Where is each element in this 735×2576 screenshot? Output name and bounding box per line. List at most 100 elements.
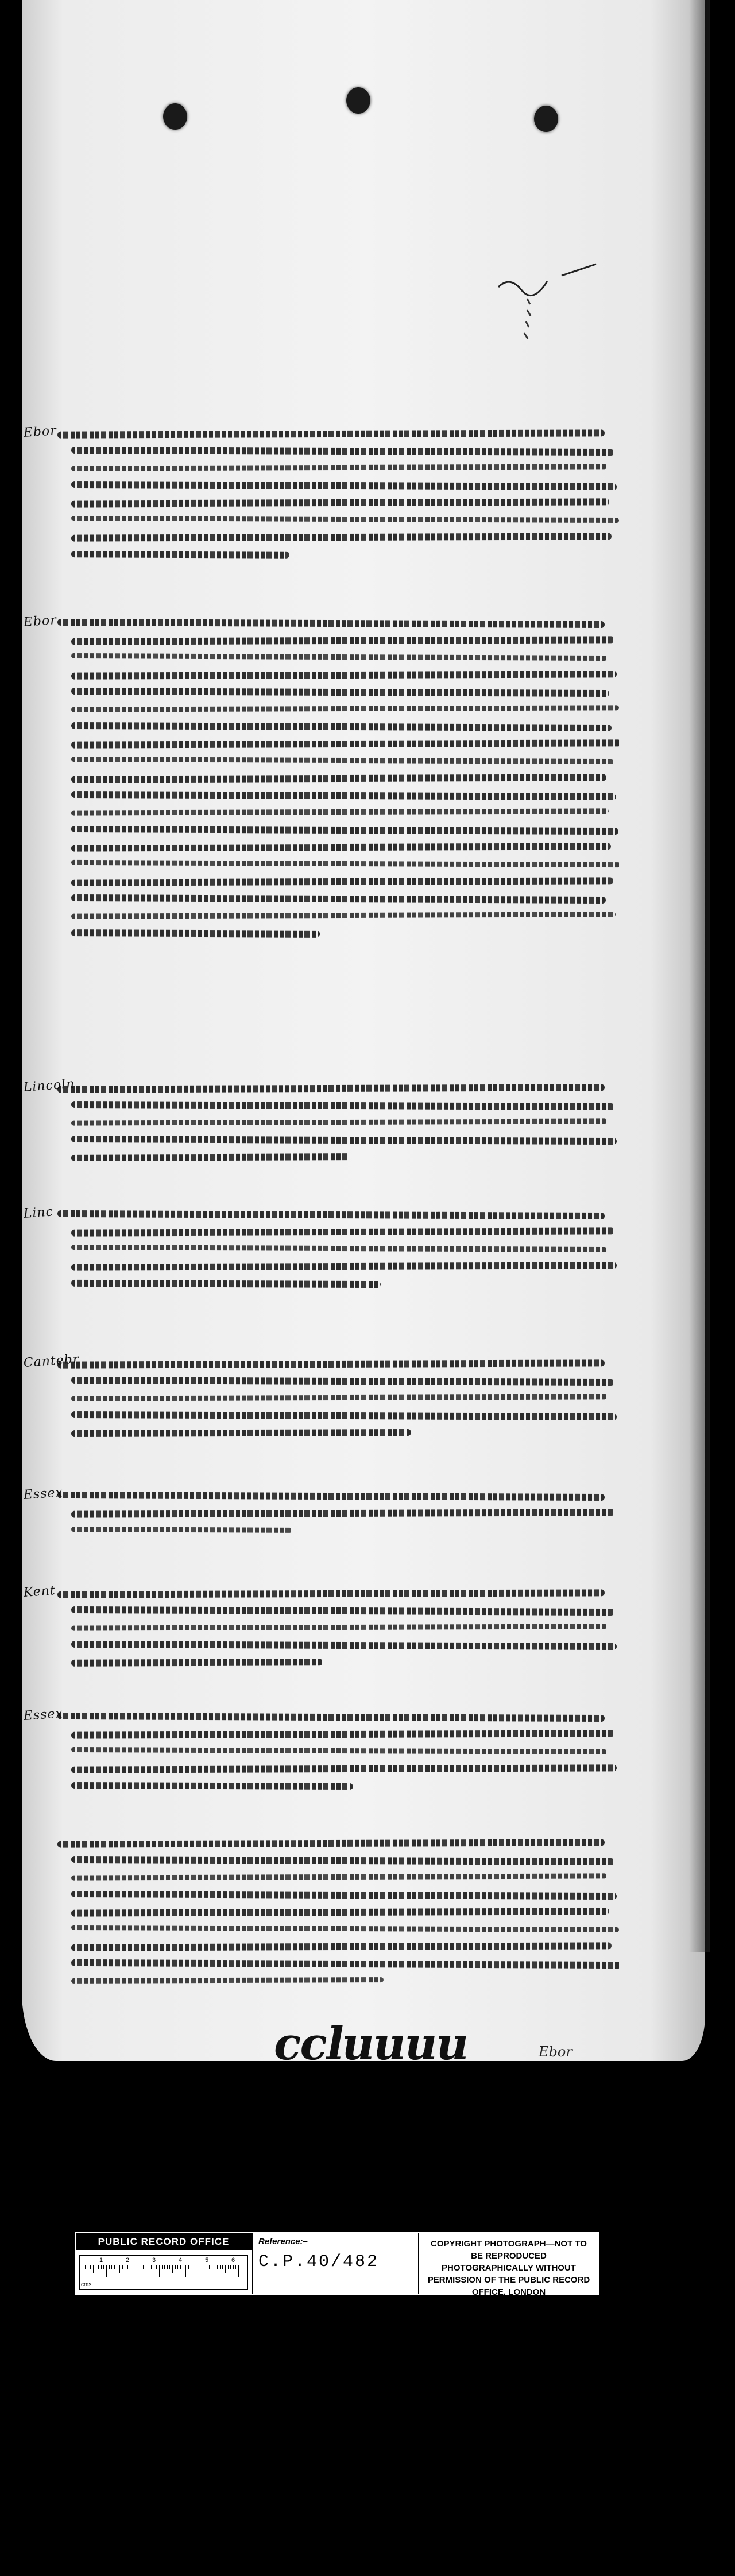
scale-tick	[235, 2265, 237, 2269]
stitch-hole	[346, 87, 370, 114]
handwritten-line	[71, 1781, 354, 1791]
stitch-hole	[534, 106, 558, 132]
handwritten-line	[71, 1908, 610, 1917]
scale-tick	[93, 2265, 94, 2273]
scale-tick	[238, 2265, 239, 2277]
handwritten-line	[71, 1244, 608, 1253]
handwritten-line	[71, 533, 612, 542]
handwritten-line	[71, 551, 290, 559]
handwritten-line	[71, 1376, 615, 1386]
handwritten-line	[57, 1359, 605, 1369]
handwritten-line	[71, 1153, 351, 1161]
handwritten-line	[71, 653, 608, 661]
scale-number: 4	[179, 2257, 183, 2264]
copyright-notice: COPYRIGHT PHOTOGRAPH—NOT TO BE REPRODUCE…	[427, 2239, 590, 2297]
scale-number: 1	[99, 2257, 103, 2264]
scale-tick	[90, 2265, 91, 2269]
handwritten-line	[71, 774, 607, 783]
county-margin-note: Ebor	[23, 423, 57, 440]
scale-tick	[122, 2265, 123, 2269]
handwritten-line	[71, 1890, 617, 1900]
handwritten-line	[71, 498, 610, 508]
scale-tick	[167, 2265, 168, 2269]
handwritten-line	[71, 515, 620, 524]
scale-number: 3	[152, 2257, 156, 2264]
handwritten-line	[71, 1640, 617, 1651]
handwritten-line	[71, 791, 617, 801]
scale-tick	[185, 2265, 186, 2277]
handwritten-line	[71, 1428, 412, 1438]
stitch-hole	[163, 103, 187, 130]
handwritten-line	[57, 1839, 605, 1848]
handwritten-line	[71, 1527, 293, 1533]
handwritten-line	[71, 446, 615, 456]
handwritten-line	[71, 705, 620, 712]
handwritten-line	[71, 1942, 612, 1951]
county-margin-note: Linc	[23, 1204, 54, 1221]
handwritten-line	[71, 1101, 615, 1111]
handwritten-line	[71, 671, 617, 680]
handwritten-line	[71, 722, 612, 732]
handwritten-line	[71, 843, 612, 852]
scale-tick	[103, 2265, 105, 2269]
handwritten-line	[71, 1262, 617, 1271]
scale-tick	[172, 2265, 173, 2273]
handwritten-line	[71, 636, 615, 645]
scale-tick	[111, 2265, 113, 2269]
scale-number: 6	[231, 2257, 235, 2264]
scale-tick	[227, 2265, 229, 2269]
handwritten-line	[71, 687, 610, 698]
handwritten-line	[71, 1856, 615, 1866]
handwritten-line	[71, 1606, 615, 1616]
handwritten-line	[71, 825, 619, 835]
scale-tick	[151, 2265, 152, 2269]
scale-tick	[85, 2265, 86, 2269]
folio-scribble	[497, 263, 597, 339]
scale-tick	[98, 2265, 99, 2269]
handwritten-line	[71, 894, 606, 904]
scale-tick	[100, 2265, 102, 2269]
handwritten-line	[57, 429, 605, 439]
archive-label: PUBLIC RECORD OFFICE 1 2 3 4 5 6 cms Ref…	[75, 2232, 599, 2297]
county-margin-note: Ebor	[23, 613, 57, 630]
handwritten-line	[71, 1624, 608, 1631]
scale-tick	[159, 2265, 160, 2277]
handwritten-line	[71, 1279, 381, 1288]
scale-tick	[114, 2265, 115, 2269]
scale-tick	[188, 2265, 189, 2269]
scale-tick	[156, 2265, 157, 2269]
scale-tick	[143, 2265, 144, 2269]
reference-label: Reference:–	[258, 2237, 308, 2246]
handwritten-line	[71, 1730, 615, 1739]
scale-number: 2	[126, 2257, 130, 2264]
footer-county-note: Ebor	[539, 2044, 572, 2060]
scale-tick	[225, 2265, 226, 2273]
scale-tick	[169, 2265, 171, 2269]
footer-membrane-number: ccluuuu	[269, 2018, 473, 2070]
scale-tick	[175, 2265, 176, 2269]
scale-tick	[230, 2265, 231, 2269]
handwritten-line	[71, 929, 320, 938]
handwritten-line	[71, 1394, 608, 1401]
scale-tick	[161, 2265, 163, 2269]
label-office-panel: PUBLIC RECORD OFFICE 1 2 3 4 5 6 cms	[76, 2233, 253, 2294]
scale-tick	[119, 2265, 120, 2273]
handwritten-line	[71, 1227, 615, 1237]
county-margin-note: Kent	[23, 1583, 56, 1600]
scale-tick	[209, 2265, 210, 2269]
scale-tick	[164, 2265, 165, 2269]
scale-tick	[217, 2265, 218, 2269]
reference-value: C.P.40/482	[258, 2252, 380, 2272]
scale-tick	[127, 2265, 128, 2269]
scale-tick	[233, 2265, 234, 2269]
handwritten-line	[71, 1509, 615, 1518]
handwritten-line	[57, 618, 605, 629]
handwritten-line	[71, 1411, 617, 1421]
scale-tick	[109, 2265, 110, 2269]
handwritten-line	[57, 1491, 605, 1501]
handwritten-line	[71, 464, 608, 471]
scale-unit: cms	[81, 2281, 92, 2288]
handwritten-line	[71, 1764, 617, 1773]
